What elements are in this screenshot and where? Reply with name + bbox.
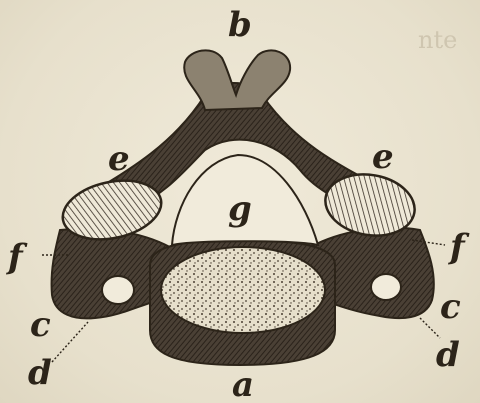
label-c-right: c [440, 287, 461, 327]
label-e-right: e [372, 137, 394, 177]
background-bleed-text: nte [418, 26, 457, 54]
label-d-left: d [28, 353, 52, 393]
vertebral-body-surface [161, 247, 325, 333]
label-f-left: f [6, 237, 28, 277]
label-b: b [228, 5, 252, 45]
label-e-left: e [108, 139, 130, 179]
label-a: a [232, 365, 254, 403]
label-f-right: f [448, 227, 470, 267]
right-transverse-foramen [371, 274, 401, 300]
label-c-left: c [30, 305, 51, 345]
label-g: g [228, 189, 252, 229]
leader-line-d-left [52, 322, 88, 362]
left-transverse-foramen [102, 276, 134, 304]
label-d-right: d [436, 335, 460, 375]
